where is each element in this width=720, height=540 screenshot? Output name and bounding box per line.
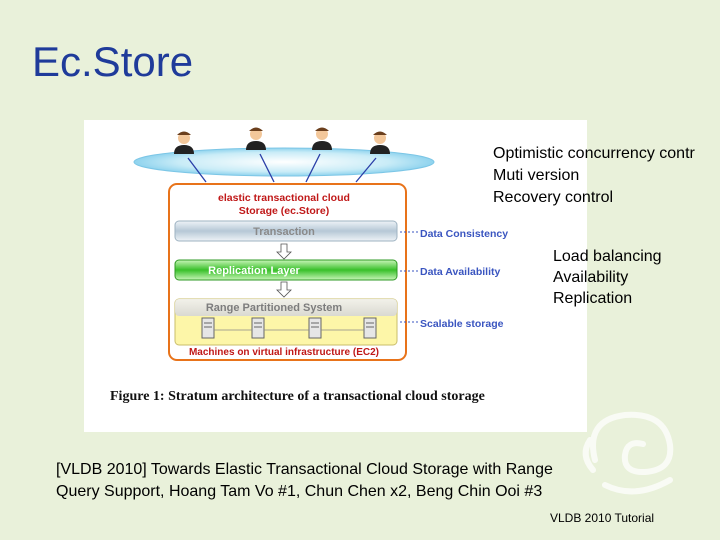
user-icon (174, 131, 194, 154)
box-title-line1: elastic transactional cloud (218, 192, 350, 204)
user-arrows (187, 153, 377, 183)
range-label: Range Partitioned System (206, 302, 343, 314)
down-arrow-icon (276, 243, 292, 260)
transaction-layer (174, 220, 398, 242)
note-line: Replication (553, 290, 633, 307)
transaction-label: Transaction (253, 226, 315, 238)
note-line: Muti version (493, 167, 580, 184)
user-icon (370, 131, 390, 154)
down-arrow-icon (276, 281, 292, 298)
slide-footer: VLDB 2010 Tutorial (550, 511, 655, 525)
decorative-ornament-icon (582, 411, 674, 495)
note-line: Recovery control (493, 189, 614, 206)
replication-layer (174, 259, 398, 281)
slide-title: Ec.Store (32, 38, 194, 85)
side-label-consistency: Data Consistency (420, 228, 508, 240)
machines-label: Machines on virtual infrastructure (EC2) (189, 347, 379, 358)
side-label-availability: Data Availability (420, 266, 500, 278)
user-icon (246, 127, 266, 150)
range-header-band (175, 299, 397, 316)
server-icon (308, 317, 322, 339)
side-label-scalable: Scalable storage (420, 318, 504, 330)
user-icon (312, 127, 332, 150)
figure-caption: Figure 1: Stratum architecture of a tran… (110, 389, 485, 404)
server-icon (363, 317, 377, 339)
citation-text: [VLDB 2010] Towards Elastic Transactiona… (56, 461, 553, 500)
note-line: Optimistic concurrency contr (493, 145, 695, 162)
box-title-line2: Storage (ec.Store) (239, 205, 329, 217)
side-connectors (400, 231, 418, 323)
server-icon (201, 317, 215, 339)
server-icon (251, 317, 265, 339)
cloud-ellipse (133, 147, 435, 177)
notes-concurrency: Optimistic concurrency contr Muti versio… (493, 143, 695, 209)
note-line: Availability (553, 269, 629, 286)
notes-replication: Load balancing Availability Replication (553, 246, 662, 309)
architecture-diagram: elastic transactional cloud Storage (ec.… (110, 127, 508, 404)
replication-label: Replication Layer (208, 265, 300, 277)
note-line: Load balancing (553, 248, 662, 265)
architecture-figure: elastic transactional cloud Storage (ec.… (84, 120, 587, 432)
